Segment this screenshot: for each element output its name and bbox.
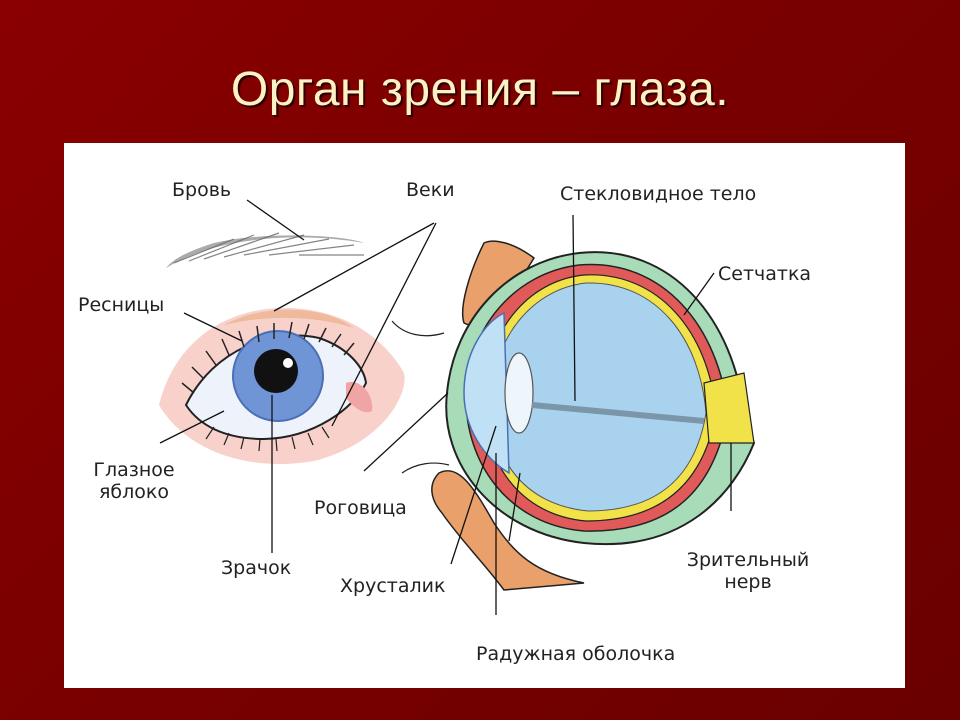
label-eyelids: Веки [406,179,455,201]
label-eyeball: Глазное яблоко [84,459,184,503]
label-brow: Бровь [172,179,232,201]
leader-lines [159,199,732,615]
label-optic-nerve: Зрительный нерв [678,549,818,593]
label-lens: Хрусталик [340,575,446,597]
eye-diagram-panel: Бровь Веки Ресницы Глазное яблоко Зрачок… [64,143,905,688]
label-eyelashes: Ресницы [78,294,165,316]
label-eyeball-line1: Глазное [93,459,175,481]
label-optic-nerve-line2: нерв [724,571,772,593]
label-retina: Сетчатка [718,263,812,285]
label-pupil: Зрачок [221,557,292,579]
slide-title: Орган зрения – глаза. [230,63,730,116]
label-iris: Радужная оболочка [476,643,676,665]
external-eye [159,232,405,465]
label-eyeball-line2: яблоко [98,481,170,503]
label-cornea: Роговица [314,497,407,519]
eye-diagram-illustration [159,199,756,615]
eye-cross-section [391,240,756,591]
label-optic-nerve-line1: Зрительный [686,549,810,571]
label-vitreous-body: Стекловидное тело [560,183,757,205]
